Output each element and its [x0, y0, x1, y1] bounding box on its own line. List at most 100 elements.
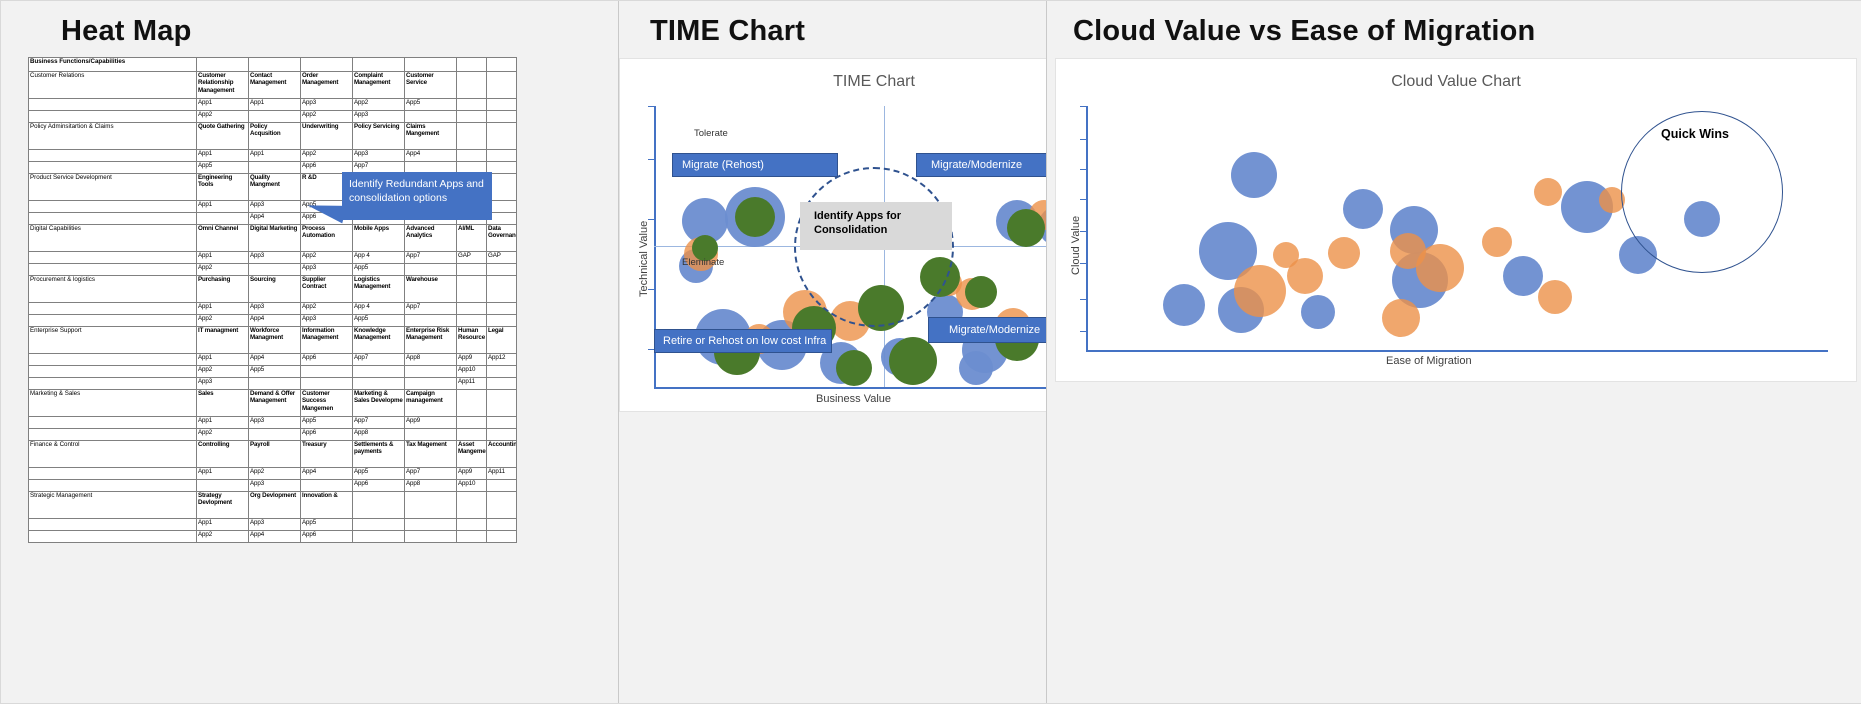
- heatmap-app-cell[interactable]: [300, 365, 353, 378]
- tag-retire-rehost[interactable]: Retire or Rehost on low cost Infra: [654, 329, 832, 353]
- heatmap-app-cell[interactable]: App1: [196, 518, 249, 531]
- heatmap-app-cell[interactable]: [486, 416, 517, 429]
- heatmap-app-cell[interactable]: [486, 302, 517, 315]
- heatmap-app-cell[interactable]: [404, 110, 457, 123]
- heatmap-app-cell[interactable]: App9: [456, 353, 487, 366]
- heatmap-app-cell[interactable]: [404, 365, 457, 378]
- heatmap-app-cell[interactable]: [456, 416, 487, 429]
- heatmap-app-cell[interactable]: App10: [456, 479, 487, 492]
- heatmap-app-cell[interactable]: [456, 428, 487, 441]
- heatmap-app-cell[interactable]: [486, 161, 517, 174]
- heatmap-app-cell[interactable]: App 4: [352, 251, 405, 264]
- heatmap-app-cell[interactable]: [486, 377, 517, 390]
- heatmap-app-cell[interactable]: App1: [248, 98, 301, 111]
- heatmap-app-cell[interactable]: App4: [248, 314, 301, 327]
- heatmap-app-cell[interactable]: App7: [352, 353, 405, 366]
- heatmap-app-cell[interactable]: [486, 149, 517, 162]
- heatmap-app-cell[interactable]: App3: [300, 314, 353, 327]
- heatmap-app-cell[interactable]: App4: [248, 530, 301, 543]
- heatmap-app-cell[interactable]: App1: [196, 416, 249, 429]
- heatmap-app-cell[interactable]: [456, 518, 487, 531]
- heatmap-app-cell[interactable]: App9: [404, 416, 457, 429]
- heatmap-app-cell[interactable]: App2: [196, 428, 249, 441]
- heatmap-app-cell[interactable]: [456, 98, 487, 111]
- heatmap-app-cell[interactable]: [352, 518, 405, 531]
- heatmap-app-cell[interactable]: [404, 263, 457, 276]
- heatmap-app-cell[interactable]: [404, 518, 457, 531]
- heatmap-app-cell[interactable]: [352, 365, 405, 378]
- heatmap-app-cell[interactable]: [456, 161, 487, 174]
- heatmap-app-cell[interactable]: App1: [196, 251, 249, 264]
- heatmap-app-cell[interactable]: App5: [352, 467, 405, 480]
- heatmap-app-cell[interactable]: App2: [196, 314, 249, 327]
- heatmap-app-cell[interactable]: GAP: [456, 251, 487, 264]
- heatmap-app-cell[interactable]: App2: [196, 530, 249, 543]
- heatmap-app-cell[interactable]: App7: [404, 251, 457, 264]
- heatmap-app-cell[interactable]: App1: [196, 302, 249, 315]
- heatmap-app-cell[interactable]: App11: [486, 467, 517, 480]
- heatmap-app-cell[interactable]: [248, 428, 301, 441]
- heatmap-app-cell[interactable]: [404, 428, 457, 441]
- heatmap-app-cell[interactable]: App5: [404, 98, 457, 111]
- heatmap-app-cell[interactable]: App5: [352, 263, 405, 276]
- heatmap-app-cell[interactable]: [404, 314, 457, 327]
- heatmap-app-cell[interactable]: App3: [300, 263, 353, 276]
- heatmap-app-cell[interactable]: App2: [196, 365, 249, 378]
- heatmap-app-cell[interactable]: [486, 110, 517, 123]
- heatmap-app-cell[interactable]: [300, 479, 353, 492]
- heatmap-app-cell[interactable]: App3: [300, 98, 353, 111]
- heatmap-app-cell[interactable]: App1: [248, 149, 301, 162]
- heatmap-app-cell[interactable]: App5: [352, 314, 405, 327]
- heatmap-app-cell[interactable]: App10: [456, 365, 487, 378]
- heatmap-app-cell[interactable]: App3: [248, 518, 301, 531]
- heatmap-app-cell[interactable]: App5: [196, 161, 249, 174]
- heatmap-app-cell[interactable]: App 4: [352, 302, 405, 315]
- heatmap-app-cell[interactable]: App2: [300, 302, 353, 315]
- heatmap-app-cell[interactable]: App1: [196, 200, 249, 213]
- heatmap-app-cell[interactable]: App4: [248, 212, 301, 225]
- heatmap-app-cell[interactable]: [248, 161, 301, 174]
- heatmap-app-cell[interactable]: App6: [300, 428, 353, 441]
- heatmap-app-cell[interactable]: App5: [300, 200, 353, 213]
- heatmap-app-cell[interactable]: App5: [300, 416, 353, 429]
- heatmap-app-cell[interactable]: [352, 377, 405, 390]
- heatmap-app-cell[interactable]: App3: [248, 302, 301, 315]
- heatmap-app-cell[interactable]: App3: [248, 251, 301, 264]
- heatmap-app-cell[interactable]: App9: [456, 467, 487, 480]
- heatmap-app-cell[interactable]: App1: [196, 149, 249, 162]
- heatmap-app-cell[interactable]: [486, 365, 517, 378]
- heatmap-app-cell[interactable]: App1: [196, 98, 249, 111]
- heatmap-app-cell[interactable]: [456, 263, 487, 276]
- heatmap-app-cell[interactable]: App5: [300, 518, 353, 531]
- heatmap-app-cell[interactable]: App2: [196, 263, 249, 276]
- heatmap-app-cell[interactable]: [486, 428, 517, 441]
- heatmap-app-cell[interactable]: App2: [248, 467, 301, 480]
- heatmap-app-cell[interactable]: App6: [300, 212, 353, 225]
- heatmap-app-cell[interactable]: App3: [352, 110, 405, 123]
- heatmap-app-cell[interactable]: App2: [300, 110, 353, 123]
- heatmap-app-cell[interactable]: App3: [248, 416, 301, 429]
- heatmap-app-cell[interactable]: App2: [300, 251, 353, 264]
- heatmap-app-cell[interactable]: App7: [404, 467, 457, 480]
- heatmap-app-cell[interactable]: [486, 314, 517, 327]
- heatmap-app-cell[interactable]: App1: [196, 467, 249, 480]
- heatmap-app-cell[interactable]: [486, 200, 517, 213]
- heatmap-app-cell[interactable]: App6: [300, 530, 353, 543]
- heatmap-app-cell[interactable]: [486, 98, 517, 111]
- heatmap-app-cell[interactable]: [456, 314, 487, 327]
- heatmap-app-cell[interactable]: App6: [300, 353, 353, 366]
- heatmap-app-cell[interactable]: [196, 479, 249, 492]
- heatmap-app-cell[interactable]: App2: [300, 149, 353, 162]
- heatmap-app-cell[interactable]: [456, 110, 487, 123]
- heatmap-app-cell[interactable]: App3: [196, 377, 249, 390]
- heatmap-app-cell[interactable]: App4: [300, 467, 353, 480]
- heatmap-app-cell[interactable]: [404, 161, 457, 174]
- heatmap-app-cell[interactable]: App3: [248, 200, 301, 213]
- heatmap-app-cell[interactable]: App7: [352, 416, 405, 429]
- heatmap-app-cell[interactable]: App8: [404, 353, 457, 366]
- heatmap-app-cell[interactable]: App6: [352, 479, 405, 492]
- heatmap-app-cell[interactable]: App8: [352, 428, 405, 441]
- heatmap-app-cell[interactable]: App1: [196, 353, 249, 366]
- heatmap-app-cell[interactable]: GAP: [486, 251, 517, 264]
- heatmap-app-cell[interactable]: [456, 302, 487, 315]
